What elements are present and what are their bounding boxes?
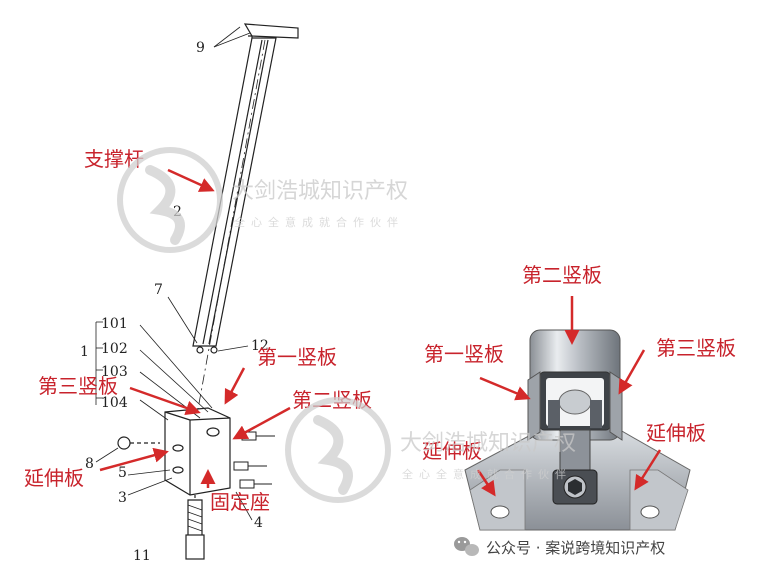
wechat-icon: [454, 537, 479, 556]
photo-extension-plate-left-arrow: [476, 469, 496, 497]
part-number-7: 7: [154, 282, 163, 298]
photo-first-plate-arrow: [479, 376, 531, 401]
support-rod-arrow: [167, 168, 215, 192]
part-number-4: 4: [254, 515, 263, 531]
part-numbers: 9 2 7 12 1 101 102 103 104 8 5 3 4 11: [80, 40, 269, 564]
photo-label-third-vertical-plate: 第三竖板: [656, 336, 736, 360]
photo-label-second-vertical-plate: 第二竖板: [522, 263, 602, 287]
watermark-name-top: 大剑浩城知识产权: [232, 179, 408, 204]
watermark-top: 大剑浩城知识产权 全心全意成就合作伙伴: [117, 147, 408, 253]
label-first-vertical-plate: 第一竖板: [257, 345, 337, 369]
watermark-slogan-top: 全心全意成就合作伙伴: [234, 215, 404, 229]
product-photo: [464, 329, 691, 531]
watermark-slogan-bottom: 全心全意成就合作伙伴: [402, 467, 572, 481]
footer: 公众号 · 案说跨境知识产权: [454, 537, 665, 557]
part-number-12: 12: [251, 338, 269, 354]
part-number-11: 11: [133, 548, 151, 564]
label-extension-plate: 延伸板: [24, 466, 84, 490]
right-annotations: 第二竖板 第一竖板 第三竖板 延伸板 延伸板: [422, 263, 736, 497]
first-plate-arrow: [224, 367, 246, 405]
part-number-3: 3: [118, 490, 127, 506]
watermark-name-bottom: 大剑浩城知识产权: [400, 431, 576, 456]
part-number-102: 102: [101, 341, 128, 357]
photo-label-first-vertical-plate: 第一竖板: [424, 342, 504, 366]
photo-label-extension-plate-left: 延伸板: [422, 439, 482, 463]
part-number-101: 101: [101, 316, 128, 332]
label-fixed-seat: 固定座: [210, 490, 270, 514]
label-third-vertical-plate: 第三竖板: [38, 374, 118, 398]
third-plate-arrow: [129, 386, 201, 416]
part-number-104: 104: [101, 395, 128, 411]
part-number-103: 103: [101, 364, 128, 380]
footer-account-name: 公众号 · 案说跨境知识产权: [486, 539, 665, 557]
photo-extension-plate-right-arrow: [634, 449, 662, 491]
part-number-9: 9: [196, 40, 205, 56]
photo-third-plate-arrow: [618, 349, 646, 395]
part-number-5: 5: [118, 465, 127, 481]
second-plate-arrow: [232, 406, 291, 440]
part-number-8: 8: [85, 456, 94, 472]
photo-label-extension-plate-right: 延伸板: [646, 421, 706, 445]
part-number-1: 1: [80, 344, 89, 360]
left-annotations: 支撑杆 第一竖板 第三竖板 第二竖板 延伸板 固定座: [24, 147, 372, 514]
watermark-bottom: 大剑浩城知识产权 全心全意成就合作伙伴: [285, 397, 576, 503]
extension-plate-arrow: [99, 447, 169, 472]
